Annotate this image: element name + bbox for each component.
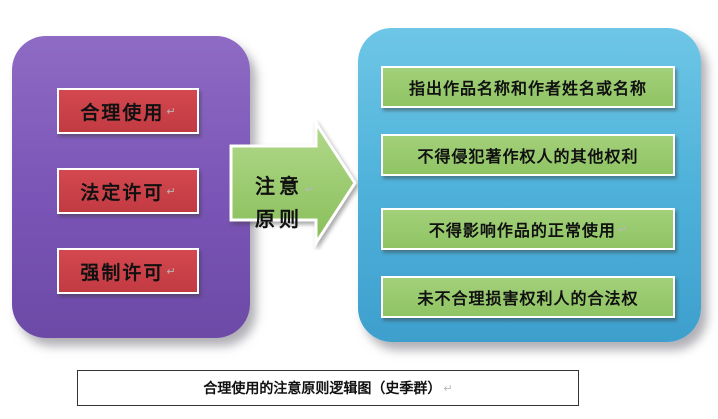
paragraph-mark-icon: ↵ xyxy=(166,184,176,198)
right-item-label: 不得侵犯著作权人的其他权利 xyxy=(417,147,639,166)
right-item-label: 未不合理损害权利人的合法权 xyxy=(417,289,639,308)
paragraph-mark-icon: ↵ xyxy=(166,104,176,118)
left-item-fair-use: 合理使用↵ xyxy=(57,88,199,134)
paragraph-mark-icon: ↵ xyxy=(443,381,453,395)
paragraph-mark-icon: ↵ xyxy=(617,222,628,236)
left-item-statutory-license: 法定许可↵ xyxy=(57,168,199,214)
left-item-label: 合理使用 xyxy=(80,101,165,124)
right-item-attribution: 指出作品名称和作者姓名或名称 xyxy=(381,66,675,108)
caption-text: 合理使用的注意原则逻辑图（史季群） xyxy=(203,381,442,397)
paragraph-mark-icon: ↵ xyxy=(166,264,176,278)
right-item-label: 不得影响作品的正常使用 xyxy=(428,221,616,240)
caption-box: 合理使用的注意原则逻辑图（史季群）↵ xyxy=(77,370,579,406)
right-item-normal-use: 不得影响作品的正常使用↵ xyxy=(381,208,675,250)
left-item-label: 法定许可 xyxy=(80,181,165,204)
center-label-line2: 原则 xyxy=(255,203,303,232)
left-item-compulsory-license: 强制许可↵ xyxy=(57,248,199,294)
right-item-label: 指出作品名称和作者姓名或名称 xyxy=(408,79,647,98)
right-item-no-infringement: 不得侵犯著作权人的其他权利 xyxy=(381,134,675,176)
paragraph-mark-icon: ↵ xyxy=(305,183,315,196)
left-item-label: 强制许可 xyxy=(80,261,165,284)
arrow-icon xyxy=(229,120,357,249)
center-text-2: 原则 xyxy=(255,207,303,231)
center-text-1: 注意 xyxy=(255,174,303,198)
center-label-line1: 注意↵ xyxy=(255,170,314,199)
right-item-legal-rights: 未不合理损害权利人的合法权 xyxy=(381,276,675,318)
